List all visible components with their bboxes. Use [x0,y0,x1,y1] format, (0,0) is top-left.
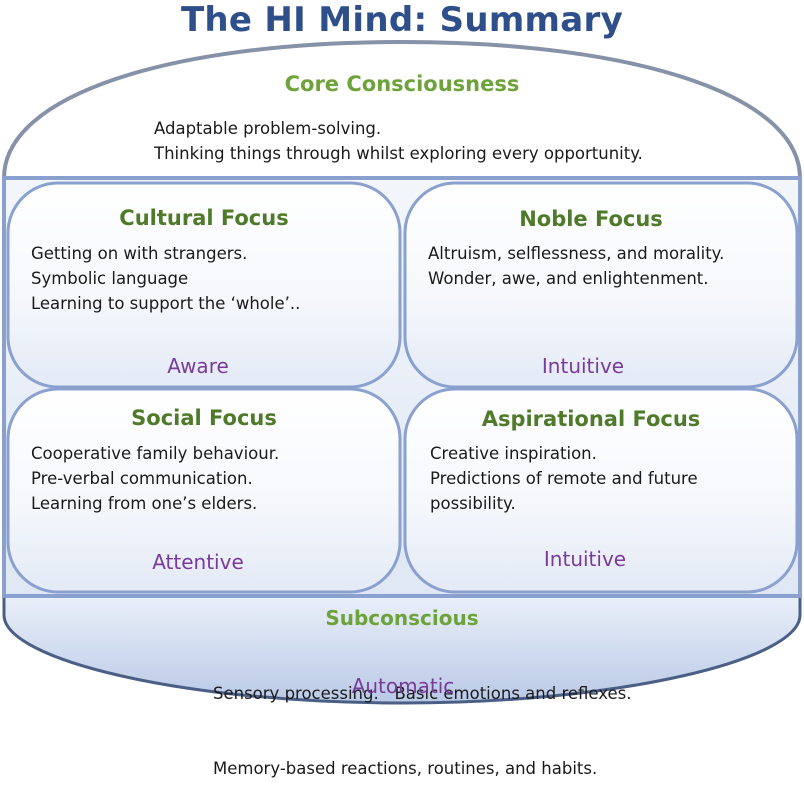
subconscious-line: Memory-based reactions, routines, and ha… [213,759,598,778]
aspirational-mode: Intuitive [543,547,627,571]
social-mode: Attentive [152,550,244,574]
page-title: The HI Mind: Summary [180,0,624,40]
subconscious-line: Sensory processing. Basic emotions and r… [213,684,632,703]
noble-text: Altruism, selflessness, and morality. Wo… [428,241,724,291]
cultural-line: Symbolic language [31,269,189,288]
subconscious-region [2,594,802,705]
cultural-text: Getting on with strangers. Symbolic lang… [31,241,300,316]
core-line: Thinking things through whilst exploring… [154,144,643,163]
noble-focus-box [403,181,799,389]
aspirational-line: Creative inspiration. [430,444,597,463]
noble-line: Altruism, selflessness, and morality. [428,244,725,263]
core-text: Adaptable problem-solving. Thinking thin… [154,116,643,166]
cultural-heading: Cultural Focus [119,206,289,230]
aspirational-line: possibility. [430,494,516,513]
cultural-focus-box [6,181,402,389]
cultural-mode: Aware [167,354,229,378]
subconscious-heading: Subconscious [325,606,479,630]
aspirational-focus-box [403,387,799,594]
social-line: Learning from one’s elders. [31,494,258,513]
noble-mode: Intuitive [541,354,625,378]
subconscious-mode: Automatic [351,674,455,698]
subconscious-text: Sensory processing. Basic emotions and r… [213,631,632,806]
noble-line: Wonder, awe, and enlightenment. [428,269,709,288]
social-focus-box [6,387,402,594]
diagram-canvas [1,39,803,705]
social-line: Pre-verbal communication. [31,469,253,488]
aspirational-heading: Aspirational Focus [481,407,701,431]
social-text: Cooperative family behaviour. Pre-verbal… [31,441,279,516]
aspirational-line: Predictions of remote and future [430,469,698,488]
core-heading: Core Consciousness [284,72,520,96]
noble-heading: Noble Focus [519,207,663,231]
cultural-line: Getting on with strangers. [31,244,248,263]
core-consciousness-dome [1,39,803,180]
core-line: Adaptable problem-solving. [154,119,382,138]
cultural-line: Learning to support the ‘whole’.. [31,294,301,313]
social-line: Cooperative family behaviour. [31,444,280,463]
social-heading: Social Focus [131,406,277,430]
aspirational-text: Creative inspiration. Predictions of rem… [430,441,698,516]
